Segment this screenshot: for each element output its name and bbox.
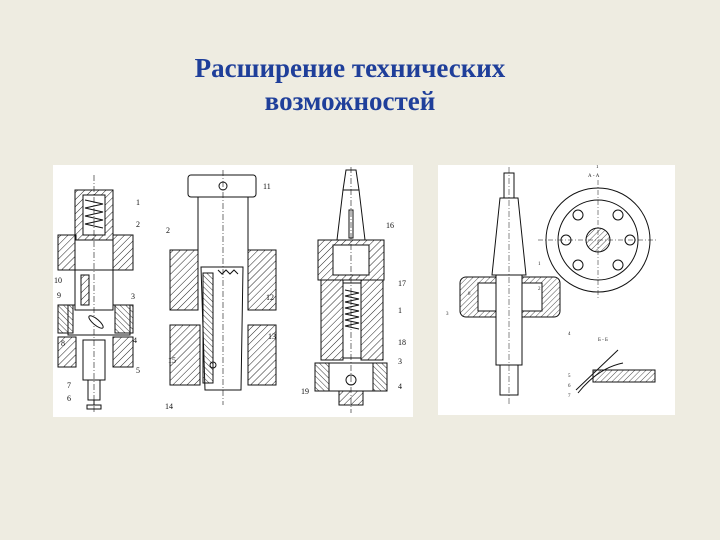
svg-text:2: 2 <box>136 220 140 229</box>
svg-text:10: 10 <box>54 276 62 285</box>
svg-text:3: 3 <box>398 357 402 366</box>
svg-text:12: 12 <box>266 293 274 302</box>
svg-text:6: 6 <box>568 384 571 389</box>
section-b-b: Б - Б <box>575 338 656 394</box>
svg-text:5: 5 <box>136 366 140 375</box>
svg-text:2: 2 <box>538 287 541 292</box>
tool-holder <box>459 167 561 405</box>
svg-text:7: 7 <box>568 394 571 399</box>
svg-text:8: 8 <box>468 292 471 297</box>
drawing-3 <box>314 167 388 413</box>
svg-text:14: 14 <box>165 402 173 411</box>
svg-text:1: 1 <box>596 165 599 170</box>
svg-text:3: 3 <box>446 312 449 317</box>
section-drawing-svg: А - А Б - Б <box>446 165 658 405</box>
drawing-1-callouts: 1 2 3 4 5 6 7 8 9 10 <box>54 198 140 403</box>
tool-drawings-svg: 1 2 3 4 5 6 7 8 9 10 11 <box>54 167 406 413</box>
svg-text:17: 17 <box>398 279 406 288</box>
svg-text:4: 4 <box>398 382 402 391</box>
svg-text:3: 3 <box>131 292 135 301</box>
svg-text:1: 1 <box>136 198 140 207</box>
svg-text:16: 16 <box>386 221 394 230</box>
svg-text:8: 8 <box>61 339 65 348</box>
slide-title: Расширение технических возможностей <box>0 52 700 118</box>
svg-text:13: 13 <box>268 332 276 341</box>
drawing-2 <box>169 170 277 405</box>
svg-text:6: 6 <box>67 394 71 403</box>
section-callouts: 1 1 2 3 4 5 6 7 8 <box>446 165 599 399</box>
svg-text:7: 7 <box>67 381 71 390</box>
svg-text:15: 15 <box>168 356 176 365</box>
svg-text:18: 18 <box>398 338 406 347</box>
drawing-3-callouts: 16 17 1 18 3 19 4 <box>301 221 406 396</box>
section-label-b: Б - Б <box>598 338 608 343</box>
title-line-2: возможностей <box>264 86 436 116</box>
svg-text:19: 19 <box>301 387 309 396</box>
tool-drawings-panel: 1 2 3 4 5 6 7 8 9 10 11 <box>53 165 413 417</box>
svg-text:11: 11 <box>263 182 271 191</box>
section-a-a: А - А <box>538 174 658 300</box>
title-line-1: Расширение технических <box>194 53 506 83</box>
svg-text:5: 5 <box>568 374 571 379</box>
drawing-1 <box>57 175 134 413</box>
drawing-2-callouts: 11 2 12 13 15 14 <box>165 182 276 411</box>
svg-text:4: 4 <box>568 332 571 337</box>
svg-text:1: 1 <box>398 306 402 315</box>
svg-text:9: 9 <box>57 291 61 300</box>
svg-text:2: 2 <box>166 226 170 235</box>
svg-text:4: 4 <box>133 336 137 345</box>
section-drawing-panel: А - А Б - Б <box>438 165 675 415</box>
svg-text:1: 1 <box>538 262 541 267</box>
section-label-a: А - А <box>588 174 600 179</box>
